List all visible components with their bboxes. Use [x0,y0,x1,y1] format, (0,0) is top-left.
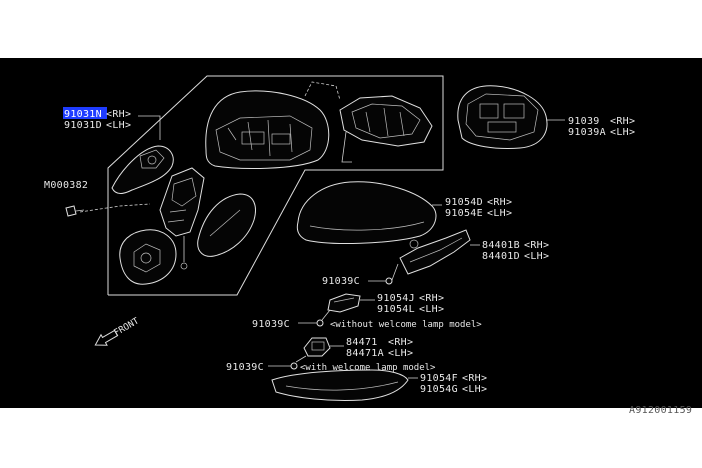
label-91039a[interactable]: 91039A [568,127,606,138]
label-91031d-side: <LH> [106,120,131,131]
label-91054e-side: <LH> [487,208,512,219]
label-91039-side: <RH> [610,116,635,127]
mirror-housing [205,81,341,169]
label-84401d-side: <LH> [524,251,549,262]
label-91039a-side: <LH> [610,127,635,138]
label-84471a-side: <LH> [388,348,413,359]
drawing-id: A912001159 [629,405,692,416]
label-91039c-2[interactable]: 91039C [252,319,290,330]
label-91039c-1[interactable]: 91039C [322,276,360,287]
label-m000382[interactable]: M000382 [44,180,88,191]
label-91031n-side: <RH> [106,109,131,120]
lamp-screw-leader [391,263,399,281]
label-91054d-side: <RH> [487,197,512,208]
lower-cover-91054f [271,369,409,402]
label-91054g[interactable]: 91054G [420,384,458,395]
label-91031d[interactable]: 91031D [64,120,102,131]
label-91054g-side: <LH> [462,384,487,395]
mirror-cover-cap [296,181,437,244]
label-84401d[interactable]: 84401D [482,251,520,262]
mirror-glass-91039 [457,85,548,149]
note-without-welcome-lamp: <without welcome lamp model> [330,320,482,330]
label-84471-side: <RH> [388,337,413,348]
label-91054d[interactable]: 91054D [445,197,483,208]
mirror-base-cover [111,145,174,194]
label-84471[interactable]: 84471 [346,337,378,348]
label-91039c-3[interactable]: 91039C [226,362,264,373]
label-91054j-side: <RH> [419,293,444,304]
mirror-base [159,167,205,270]
front-arrow-icon [94,329,119,346]
screw-m000382 [65,205,85,217]
lower-garnish [197,193,256,257]
label-91054e[interactable]: 91054E [445,208,483,219]
label-highlight [63,107,107,119]
mirror-assembly-frame [107,75,444,296]
mirror-glass-base [119,229,177,285]
leader-lines [138,115,565,379]
label-84401b-side: <RH> [524,240,549,251]
screw-91039c-upper [385,277,393,285]
label-91054f[interactable]: 91054F [420,373,458,384]
label-91039[interactable]: 91039 [568,116,600,127]
label-84471a[interactable]: 84471A [346,348,384,359]
label-91054f-side: <RH> [462,373,487,384]
label-91054j[interactable]: 91054J [377,293,415,304]
bracket-91054j [327,293,361,313]
label-84401b[interactable]: 84401B [482,240,520,251]
mirror-actuator [339,95,433,163]
turn-signal-lamp [399,229,471,275]
label-91031n[interactable]: 91031N [64,109,102,120]
label-91054l-side: <LH> [419,304,444,315]
label-91054l[interactable]: 91054L [377,304,415,315]
welcome-lamp [303,337,331,357]
note-with-welcome-lamp: <with welcome lamp model> [300,363,436,373]
